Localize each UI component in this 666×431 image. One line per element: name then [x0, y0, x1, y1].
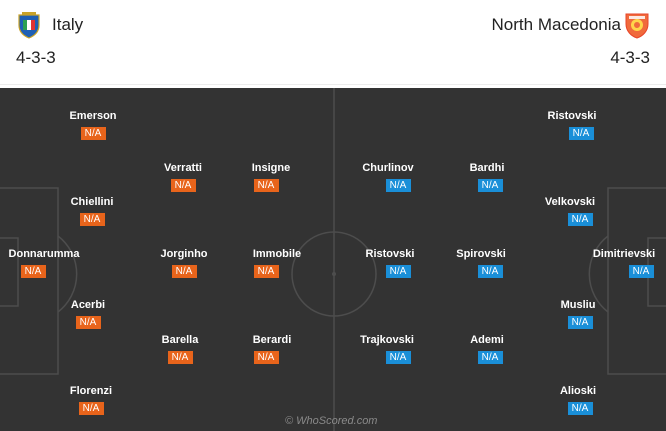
- player-name: Alioski: [559, 385, 597, 397]
- player-home-emerson[interactable]: Emerson N/A: [48, 110, 138, 141]
- player-home-chiellini[interactable]: Chiellini N/A: [47, 196, 137, 227]
- player-away-churlinov[interactable]: Churlinov N/A: [343, 162, 433, 193]
- player-away-ademi[interactable]: Ademi N/A: [442, 334, 532, 365]
- rating-badge: N/A: [253, 351, 279, 364]
- whoscored-watermark: © WhoScored.com: [285, 415, 378, 427]
- match-header: Italy 4-3-3 North Macedonia 4-3-3: [0, 0, 666, 85]
- pitch: Emerson N/A Chiellini N/A Donnarumma N/A…: [0, 88, 666, 431]
- player-name: Ristovski: [365, 248, 415, 260]
- player-away-ristovski-st[interactable]: Ristovski N/A: [345, 248, 435, 279]
- player-away-velkovski[interactable]: Velkovski N/A: [525, 196, 615, 227]
- player-home-jorginho[interactable]: Jorginho N/A: [139, 248, 229, 279]
- home-team-name[interactable]: Italy: [52, 15, 84, 34]
- player-home-berardi[interactable]: Berardi N/A: [227, 334, 317, 365]
- player-name: Velkovski: [544, 196, 596, 208]
- rating-badge: N/A: [170, 179, 196, 192]
- player-name: Acerbi: [70, 299, 106, 311]
- player-name: Spirovski: [456, 248, 506, 260]
- player-away-trajkovski[interactable]: Trajkovski N/A: [342, 334, 432, 365]
- player-name: Verratti: [164, 162, 202, 174]
- player-away-musliu[interactable]: Musliu N/A: [533, 299, 623, 330]
- player-name: Emerson: [69, 110, 117, 122]
- rating-badge: N/A: [567, 213, 593, 226]
- away-formation: 4-3-3: [610, 48, 650, 67]
- rating-badge: N/A: [477, 179, 503, 192]
- rating-badge: N/A: [567, 316, 593, 329]
- player-name: Ristovski: [547, 110, 597, 122]
- player-name: Immobile: [252, 248, 302, 260]
- rating-badge: N/A: [80, 127, 106, 140]
- rating-badge: N/A: [568, 127, 594, 140]
- rating-badge: N/A: [567, 402, 593, 415]
- rating-badge: N/A: [477, 351, 503, 364]
- rating-badge: N/A: [167, 351, 193, 364]
- player-away-ristovski-rb[interactable]: Ristovski N/A: [527, 110, 617, 141]
- player-name: Musliu: [560, 299, 596, 311]
- player-home-insigne[interactable]: Insigne N/A: [226, 162, 316, 193]
- rating-badge: N/A: [628, 265, 654, 278]
- north-macedonia-crest-icon: [625, 13, 649, 39]
- player-name: Ademi: [470, 334, 504, 346]
- rating-badge: N/A: [78, 402, 104, 415]
- player-name: Chiellini: [70, 196, 114, 208]
- rating-badge: N/A: [75, 316, 101, 329]
- player-away-alioski[interactable]: Alioski N/A: [533, 385, 623, 416]
- rating-badge: N/A: [477, 265, 503, 278]
- player-name: Trajkovski: [360, 334, 414, 346]
- player-away-bardhi[interactable]: Bardhi N/A: [442, 162, 532, 193]
- away-team-name[interactable]: North Macedonia: [491, 15, 621, 34]
- rating-badge: N/A: [20, 265, 46, 278]
- player-name: Dimitrievski: [592, 248, 656, 260]
- pitch-markings: [0, 88, 666, 431]
- player-home-florenzi[interactable]: Florenzi N/A: [46, 385, 136, 416]
- player-away-spirovski[interactable]: Spirovski N/A: [436, 248, 526, 279]
- player-away-dimitrievski[interactable]: Dimitrievski N/A: [579, 248, 666, 279]
- player-home-barella[interactable]: Barella N/A: [135, 334, 225, 365]
- rating-badge: N/A: [79, 213, 105, 226]
- player-home-donnarumma[interactable]: Donnarumma N/A: [0, 248, 89, 279]
- player-home-immobile[interactable]: Immobile N/A: [232, 248, 322, 279]
- player-name: Churlinov: [362, 162, 414, 174]
- player-name: Florenzi: [69, 385, 113, 397]
- player-home-acerbi[interactable]: Acerbi N/A: [43, 299, 133, 330]
- player-name: Bardhi: [469, 162, 505, 174]
- player-name: Insigne: [251, 162, 291, 174]
- player-name: Jorginho: [160, 248, 208, 260]
- rating-badge: N/A: [385, 179, 411, 192]
- rating-badge: N/A: [385, 351, 411, 364]
- home-formation: 4-3-3: [16, 48, 56, 67]
- rating-badge: N/A: [253, 179, 279, 192]
- rating-badge: N/A: [253, 265, 279, 278]
- rating-badge: N/A: [171, 265, 197, 278]
- player-home-verratti[interactable]: Verratti N/A: [138, 162, 228, 193]
- player-name: Berardi: [252, 334, 292, 346]
- rating-badge: N/A: [385, 265, 411, 278]
- italy-crest-icon: [18, 12, 40, 39]
- player-name: Barella: [161, 334, 199, 346]
- player-name: Donnarumma: [8, 248, 80, 260]
